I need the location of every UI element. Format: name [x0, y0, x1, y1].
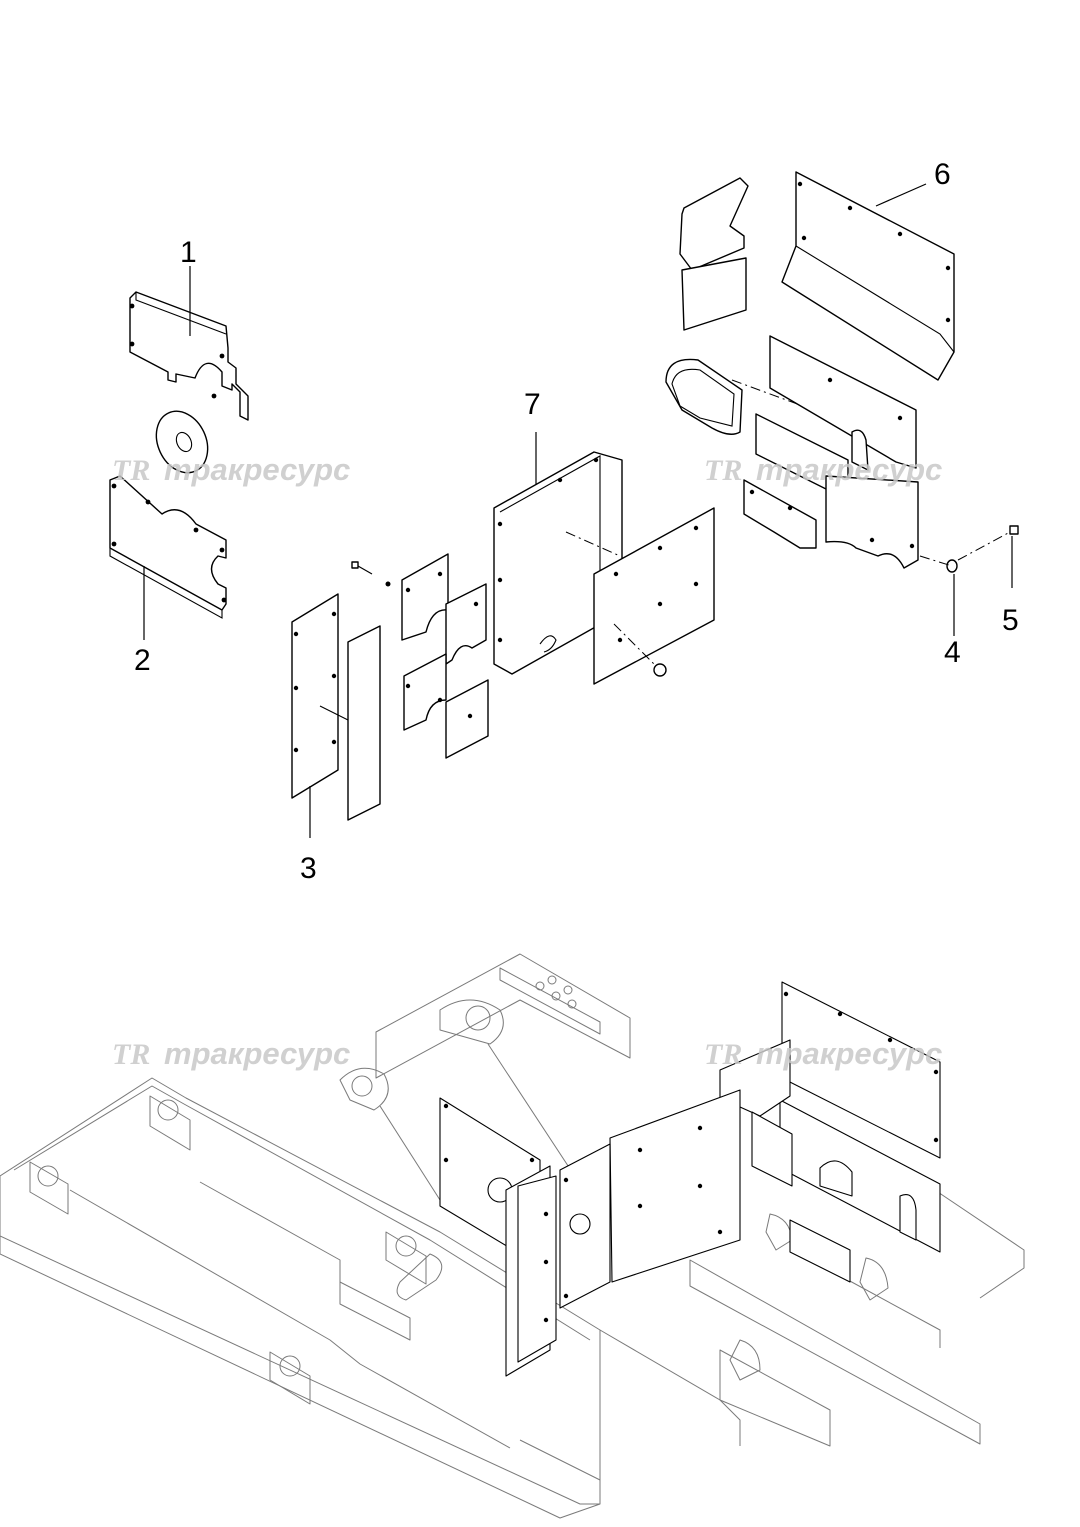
- watermark-text: тракресурс: [164, 1036, 350, 1071]
- callout-7: 7: [524, 388, 541, 421]
- watermark-logo: TR: [112, 454, 150, 487]
- watermark-text: тракресурс: [164, 452, 350, 487]
- assembled-covers: [439, 981, 941, 1377]
- callout-labels: 1 2 3 4 5 6 7: [134, 158, 1019, 885]
- watermark-bottom-right: TR тракресурс: [704, 1036, 942, 1071]
- callout-3: 3: [300, 852, 317, 885]
- part-3-tall-plates: [291, 593, 381, 838]
- watermark-logo: TR: [704, 1038, 742, 1071]
- callout-2: 2: [134, 644, 151, 677]
- part-ring-washer: [155, 410, 209, 474]
- callout-5: 5: [1002, 604, 1019, 637]
- watermark-top-right: TR тракресурс: [704, 452, 942, 487]
- watermark-logo: TR: [704, 454, 742, 487]
- watermark-text: тракресурс: [756, 1036, 942, 1071]
- callout-1: 1: [180, 236, 197, 269]
- watermark-logo: TR: [112, 1038, 150, 1071]
- callout-4: 4: [944, 636, 961, 669]
- watermark-top-left: TR тракресурс: [112, 452, 350, 487]
- part-7-box-panel: [493, 432, 715, 685]
- part-center-brackets: [351, 553, 489, 759]
- watermark-text: тракресурс: [756, 452, 942, 487]
- part-6-right-covers: [665, 171, 1019, 636]
- assembled-frame: [0, 953, 1025, 1519]
- part-2-cover-plate: [109, 475, 227, 640]
- callout-6: 6: [934, 158, 951, 191]
- watermark-bottom-left: TR тракресурс: [112, 1036, 350, 1071]
- part-1-cover-plate: [129, 266, 249, 421]
